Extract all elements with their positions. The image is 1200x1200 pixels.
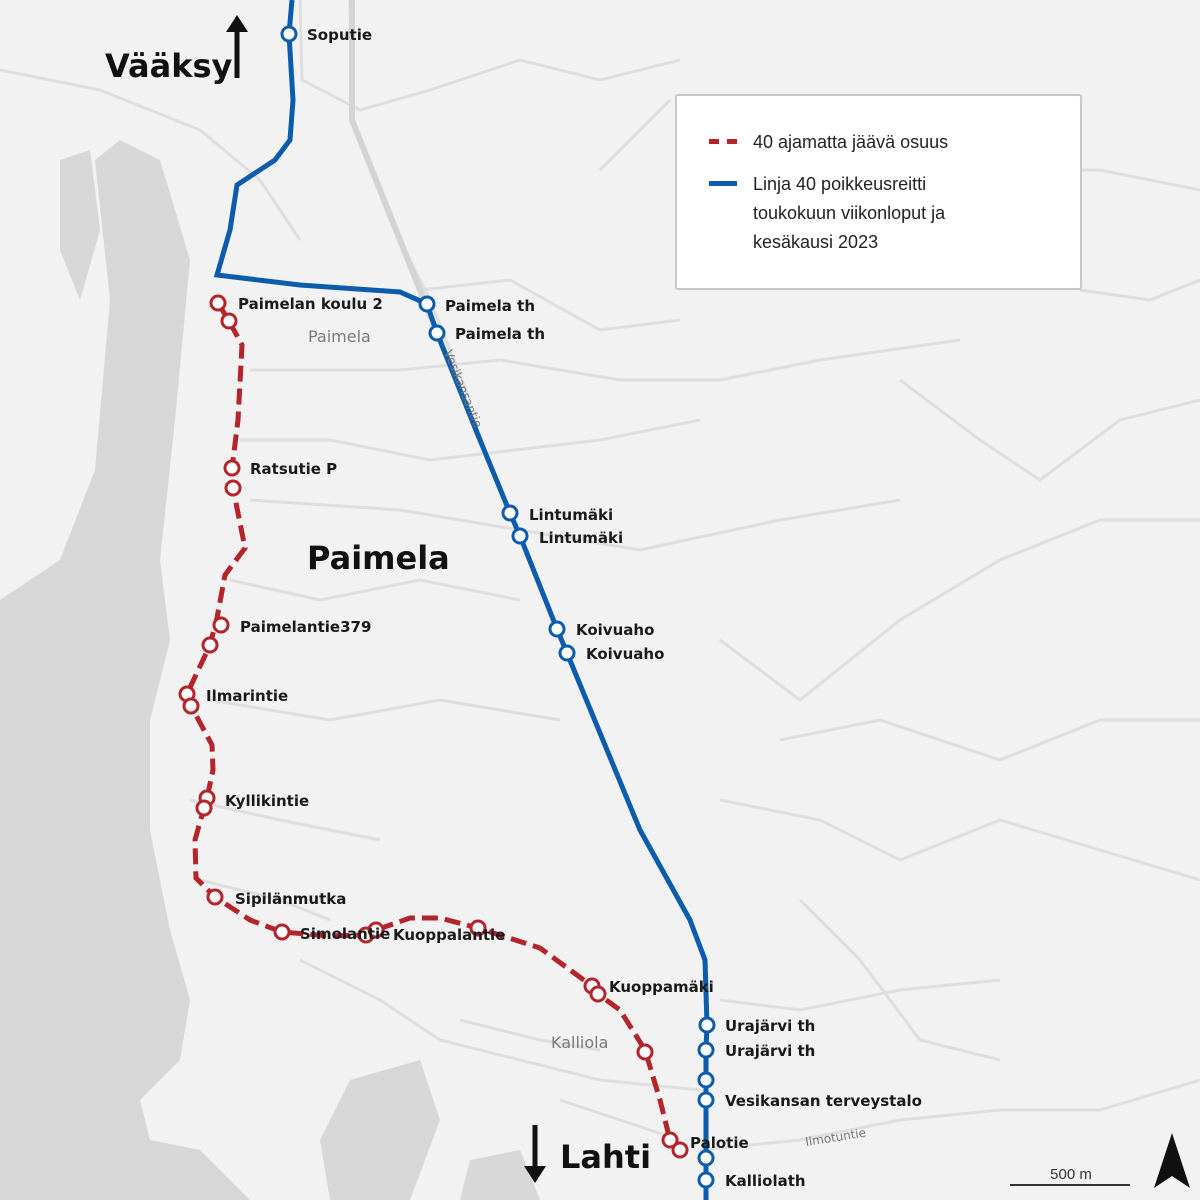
scale-bar: 500 m [1010,1166,1132,1186]
stop-label-simolantie: Simolantie [300,925,390,943]
detour-stop-marker[interactable] [697,1041,715,1059]
stop-label-lintumaki-1: Lintumäki [529,506,613,524]
stop-label-paimelantie379: Paimelantie379 [240,618,371,636]
stop-label-kuoppalantie: Kuoppalantie [393,926,505,944]
place-label-paimela: Paimela [308,327,371,346]
stop-label-paimelan-koulu-2: Paimelan koulu 2 [238,295,383,313]
stop-label-urajarvi-th-2: Urajärvi th [725,1042,815,1060]
cancelled-stop-marker[interactable] [636,1043,654,1061]
cancelled-stop-marker[interactable] [589,985,607,1003]
stop-label-urajarvi-th-1: Urajärvi th [725,1017,815,1035]
stop-label-sipilanmutka: Sipilänmutka [235,890,346,908]
road-label-ilmotuntie: Ilmotuntie [804,1126,867,1149]
stop-label-kyllikintie: Kyllikintie [225,792,309,810]
direction-label-south: Lahti [560,1138,651,1176]
detour-stop-marker[interactable] [501,504,519,522]
detour-stops [280,25,716,1189]
detour-stop-marker[interactable] [548,620,566,638]
legend-swatch-detour [709,181,737,186]
detour-stop-marker[interactable] [698,1016,716,1034]
scale-label: 500 m [1050,1166,1092,1183]
stop-label-soputie: Soputie [307,26,372,44]
stop-label-lintumaki-2: Lintumäki [539,529,623,547]
road-network [0,0,1200,1152]
detour-stop-marker[interactable] [558,644,576,662]
arrow-up-icon [226,15,248,78]
road-label-vesikansantie: Vesikansantie [441,348,485,430]
legend-item-detour: Linja 40 poikkeusreitti toukokuun viikon… [709,170,1003,257]
cancelled-stop-marker[interactable] [201,636,219,654]
stop-label-palotie: Palotie [690,1134,749,1152]
cancelled-stop-marker[interactable] [182,697,200,715]
detour-stop-marker[interactable] [428,324,446,342]
detour-stop-marker[interactable] [418,295,436,313]
cancelled-stops [178,294,689,1159]
direction-label-north: Vääksy [105,47,233,85]
detour-stop-marker[interactable] [511,527,529,545]
stop-label-ratsutie-p: Ratsutie P [250,460,337,478]
cancelled-stop-marker[interactable] [469,919,487,937]
cancelled-stop-marker[interactable] [367,921,385,939]
map-legend: 40 ajamatta jäävä osuus Linja 40 poikkeu… [675,94,1082,290]
area-label-paimela: Paimela [307,539,450,577]
cancelled-stop-marker[interactable] [661,1131,679,1149]
detour-stop-marker[interactable] [697,1091,715,1109]
lake [0,140,540,1200]
cancelled-stop-marker[interactable] [206,888,224,906]
cancelled-stop-marker[interactable] [209,294,227,312]
cancelled-stop-marker[interactable] [223,459,241,477]
cancelled-route-line [184,301,686,1153]
stop-label-kalliolath: Kalliolath [725,1172,806,1190]
stop-label-koivuaho-2: Koivuaho [586,645,664,663]
cancelled-stop-marker[interactable] [224,479,242,497]
stop-label-koivuaho-1: Koivuaho [576,621,654,639]
detour-stop-marker[interactable] [697,1149,715,1167]
legend-item-cancelled: 40 ajamatta jäävä osuus [709,128,1053,157]
stop-label-kuoppamaki: Kuoppamäki [609,978,714,996]
legend-label-detour: Linja 40 poikkeusreitti toukokuun viikon… [753,174,946,252]
cancelled-stop-marker[interactable] [212,616,230,634]
scale-line [1010,1184,1130,1186]
detour-stop-marker[interactable] [280,25,298,43]
legend-label-cancelled: 40 ajamatta jäävä osuus [753,132,949,152]
cancelled-stop-marker[interactable] [195,799,213,817]
cancelled-stop-marker[interactable] [220,312,238,330]
stop-label-ilmarintie: Ilmarintie [206,687,288,705]
place-label-kalliola: Kalliola [551,1033,608,1052]
detour-stop-marker[interactable] [697,1171,715,1189]
stop-label-paimela-th-2: Paimela th [455,325,545,343]
cancelled-stop-marker[interactable] [273,923,291,941]
detour-stop-marker[interactable] [697,1071,715,1089]
stop-label-vesikansan-terveystalo: Vesikansan terveystalo [725,1092,922,1110]
legend-swatch-cancelled [709,139,737,144]
arrow-down-icon [524,1125,546,1183]
cancelled-stop-marker[interactable] [671,1141,689,1159]
north-arrow-icon [1154,1133,1190,1188]
stop-label-paimela-th-1: Paimela th [445,297,535,315]
